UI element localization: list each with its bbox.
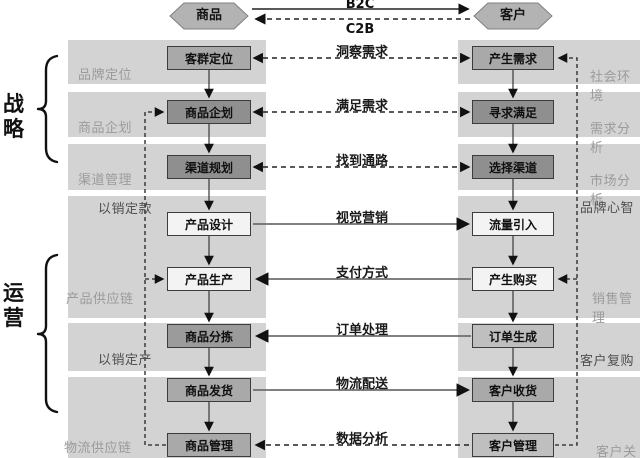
strategy-brace: [36, 54, 59, 164]
band-label-brand-positioning: 品牌定位: [78, 68, 133, 83]
box-purchase: 产生购买: [472, 267, 554, 291]
label-visual-marketing: 视觉营销: [335, 211, 388, 226]
customer-hexagon: 客户: [499, 8, 526, 23]
label-insight-demand: 洞察需求: [335, 45, 388, 60]
label-find-path: 找到通路: [335, 154, 388, 169]
operations-brace: [36, 253, 59, 414]
product-hexagon: 商品: [195, 8, 222, 23]
label-satisfy-demand: 满足需求: [335, 99, 388, 114]
band-label-market-analysis: 市场分析: [590, 174, 631, 208]
band-label-customer-relation: 客户关系: [596, 445, 637, 458]
band-label-social-env: 社会环境: [590, 70, 631, 104]
box-goods-management: 商品管理: [167, 433, 251, 457]
band-label-channel-mgmt: 渠道管理: [78, 173, 133, 188]
box-merch-planning: 商品企划: [167, 100, 251, 124]
label-logistics: 物流配送: [335, 377, 388, 392]
box-product-design: 产品设计: [167, 212, 251, 236]
section-strategy: 战略: [3, 92, 24, 142]
customer-hexagon-shape: [473, 2, 553, 30]
band-label-sales-mgmt: 销售管理: [592, 292, 633, 326]
band-label-logistics-supply: 物流供应链: [64, 441, 132, 456]
box-order-generation: 订单生成: [472, 324, 554, 348]
product-hexagon-shape: [169, 2, 249, 30]
box-channel-planning: 渠道规划: [167, 155, 251, 179]
box-product-production: 产品生产: [167, 267, 251, 291]
label-payment-method: 支付方式: [335, 266, 388, 281]
box-customer-mgmt: 客户管理: [472, 433, 554, 457]
label-order-processing: 订单处理: [335, 323, 388, 338]
band-label-product-supply: 产品供应链: [66, 292, 134, 307]
band-label-brand-mind: 品牌心智: [580, 201, 635, 216]
box-seek-satisfaction: 寻求满足: [472, 100, 554, 124]
band-label-demand-analysis: 需求分析: [590, 122, 631, 156]
band-label-produce-by-sales: 以销定产: [98, 353, 153, 368]
box-customer-positioning: 客群定位: [167, 46, 251, 70]
box-goods-sorting: 商品分拣: [167, 324, 251, 348]
box-choose-channel: 选择渠道: [472, 155, 554, 179]
band-label-style-by-sales: 以销定款: [98, 202, 153, 217]
box-goods-shipping: 商品发货: [167, 378, 251, 402]
band-label-merch-planning: 商品企划: [78, 121, 133, 136]
label-data-analysis: 数据分析: [335, 432, 388, 447]
box-demand-generation: 产生需求: [472, 46, 554, 70]
b2c-label: B2C: [345, 0, 375, 12]
box-customer-receiving: 客户收货: [472, 378, 554, 402]
box-traffic-intro: 流量引入: [472, 212, 554, 236]
section-operations: 运营: [3, 281, 24, 331]
band-label-repurchase: 客户复购: [580, 354, 635, 369]
c2b-label: C2B: [345, 22, 375, 37]
